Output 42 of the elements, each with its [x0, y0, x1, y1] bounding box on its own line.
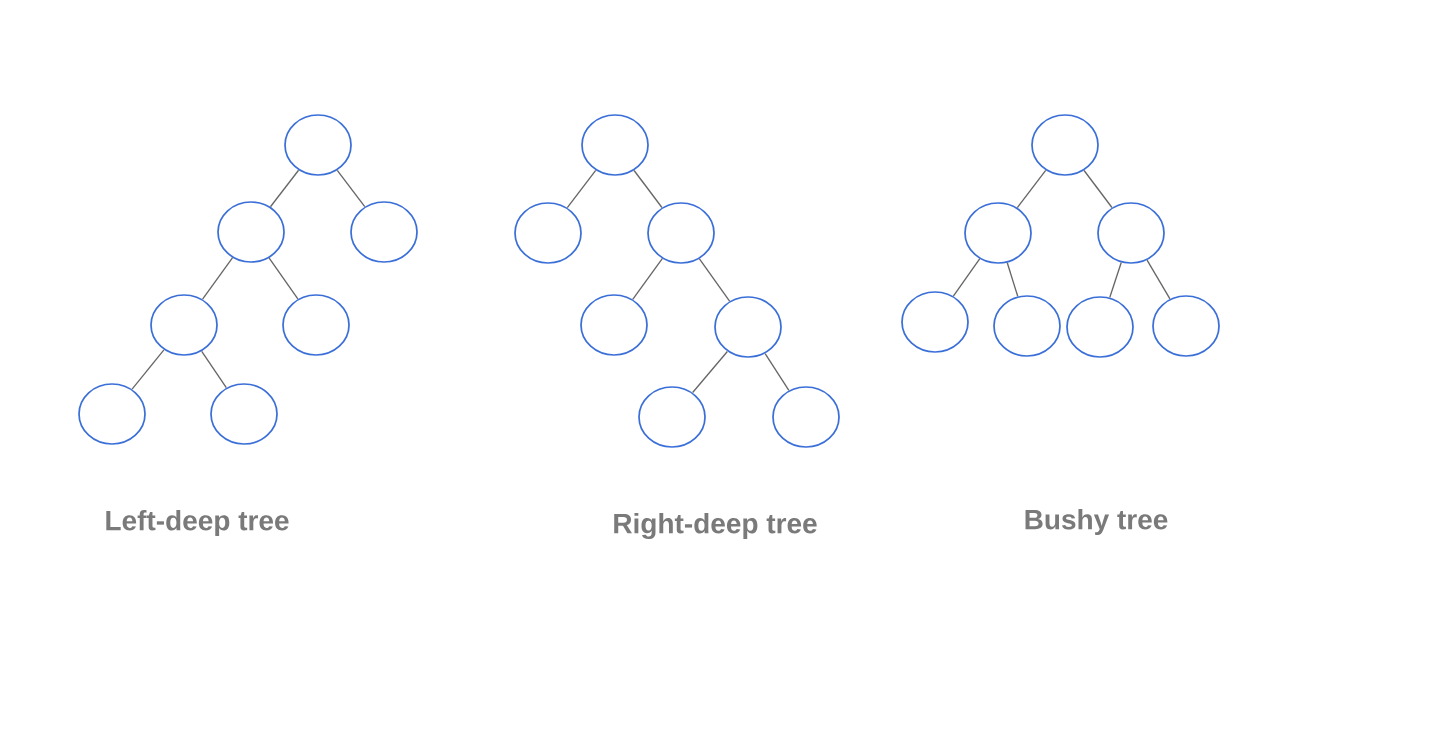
tree-edge — [268, 257, 299, 300]
tree-edge — [633, 169, 663, 209]
tree-edge — [632, 258, 663, 300]
tree-caption: Left-deep tree — [106, 509, 289, 537]
tree-edge — [201, 257, 234, 300]
tree-node-circle — [1031, 114, 1099, 176]
tree-node-circle — [714, 296, 782, 358]
tree-node-circle — [993, 295, 1061, 357]
tree-edge — [1006, 262, 1019, 297]
tree-edge — [698, 258, 731, 302]
tree-edge — [764, 352, 790, 392]
tree-node-circle — [638, 386, 706, 448]
tree-edge — [952, 258, 981, 297]
tree-edge — [1146, 259, 1171, 300]
tree-node-circle — [1097, 202, 1165, 264]
tree-node-circle — [1066, 296, 1134, 358]
tree-caption: Bushy tree — [1025, 508, 1168, 536]
tree-node-circle — [282, 294, 350, 356]
tree-node-circle — [647, 202, 715, 264]
tree-node-circle — [580, 294, 648, 356]
tree-caption: Right-deep tree — [614, 512, 817, 540]
tree-edge — [201, 350, 227, 389]
tree-edge — [336, 169, 366, 208]
tree-node-circle — [210, 383, 278, 445]
tree-node-circle — [284, 114, 352, 176]
tree-edge — [1083, 169, 1113, 209]
tree-edge — [1109, 261, 1122, 299]
tree-node-circle — [514, 202, 582, 264]
tree-edge — [269, 169, 300, 208]
tree-edge — [131, 349, 165, 390]
tree-node-circle — [350, 201, 418, 263]
tree-node-circle — [581, 114, 649, 176]
tree-edge — [1016, 169, 1047, 209]
tree-node-circle — [150, 294, 218, 356]
tree-node-circle — [964, 202, 1032, 264]
tree-node-circle — [1152, 295, 1220, 357]
tree-edge — [692, 350, 728, 394]
tree-node-circle — [217, 201, 285, 263]
tree-node-circle — [901, 291, 969, 353]
tree-node-circle — [78, 383, 146, 445]
tree-node-circle — [772, 386, 840, 448]
tree-edge — [566, 169, 597, 209]
